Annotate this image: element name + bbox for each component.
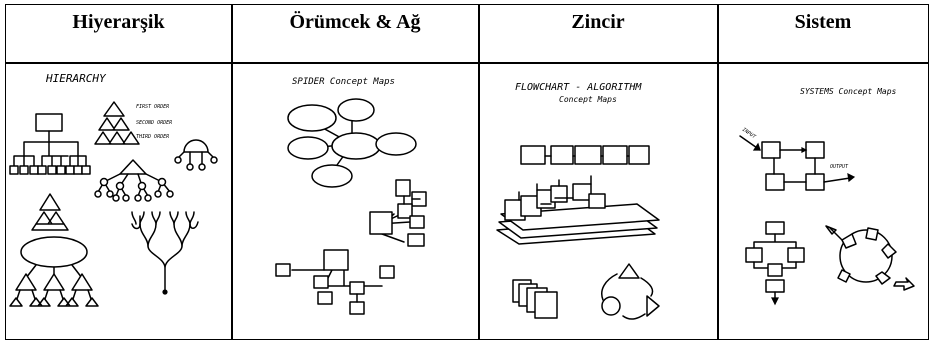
column-divider: [231, 5, 233, 339]
stacked-pages: [496, 175, 660, 245]
output-label: OUTPUT: [830, 164, 849, 170]
small-triangle-tree: [31, 193, 69, 231]
branching-tree: [131, 211, 199, 295]
system-cycle: [825, 225, 915, 291]
cycle-shapes: [601, 263, 660, 320]
flowchart-caption-line1: FLOWCHART - ALGORITHM: [515, 82, 642, 93]
column-divider: [478, 5, 480, 339]
header-divider: [6, 62, 928, 64]
spider-cell: SPIDER Concept Maps: [232, 64, 478, 339]
header-sistem: Sistem: [794, 10, 852, 33]
page-stack-small: [512, 279, 558, 319]
note-third-order: THIRD ORDER: [136, 134, 169, 140]
header-hiyerarsik: Hiyerarşik: [72, 10, 165, 33]
chain-cell: FLOWCHART - ALGORITHM Concept Maps: [479, 64, 717, 339]
oval-tree: [9, 236, 99, 307]
hierarchy-caption: HIERARCHY: [45, 72, 107, 85]
note-second-order: SECOND ORDER: [136, 120, 172, 126]
hierarchy-cell: HIERARCHY FIRST ORDER SECOND ORDER THIRD…: [6, 64, 231, 339]
network-map: [369, 179, 427, 247]
flow-chain: [520, 145, 650, 165]
dome-figure: [174, 139, 218, 171]
header-zincir: Zincir: [571, 10, 625, 33]
triangle-stack: [94, 101, 140, 145]
flowchart-caption-line2: Concept Maps: [559, 95, 617, 104]
note-first-order: FIRST ORDER: [136, 104, 169, 110]
org-chart-map: [275, 249, 395, 315]
tree-diagram-a: [9, 113, 91, 175]
system-cell: SYSTEMS Concept Maps INPUT OUTPUT: [718, 64, 928, 339]
concept-map-table: Hiyerarşik Örümcek & Ağ Zincir Sistem HI…: [5, 4, 929, 340]
header-orumcek-ag: Örümcek & Ağ: [289, 10, 421, 33]
spider-map: [287, 98, 417, 188]
system-flow: [745, 221, 805, 306]
spider-caption: SPIDER Concept Maps: [292, 77, 395, 87]
triangle-circles-tree: [94, 159, 174, 202]
column-divider: [717, 5, 719, 339]
system-loop: INPUT OUTPUT: [739, 127, 856, 191]
systems-caption: SYSTEMS Concept Maps: [800, 87, 897, 96]
